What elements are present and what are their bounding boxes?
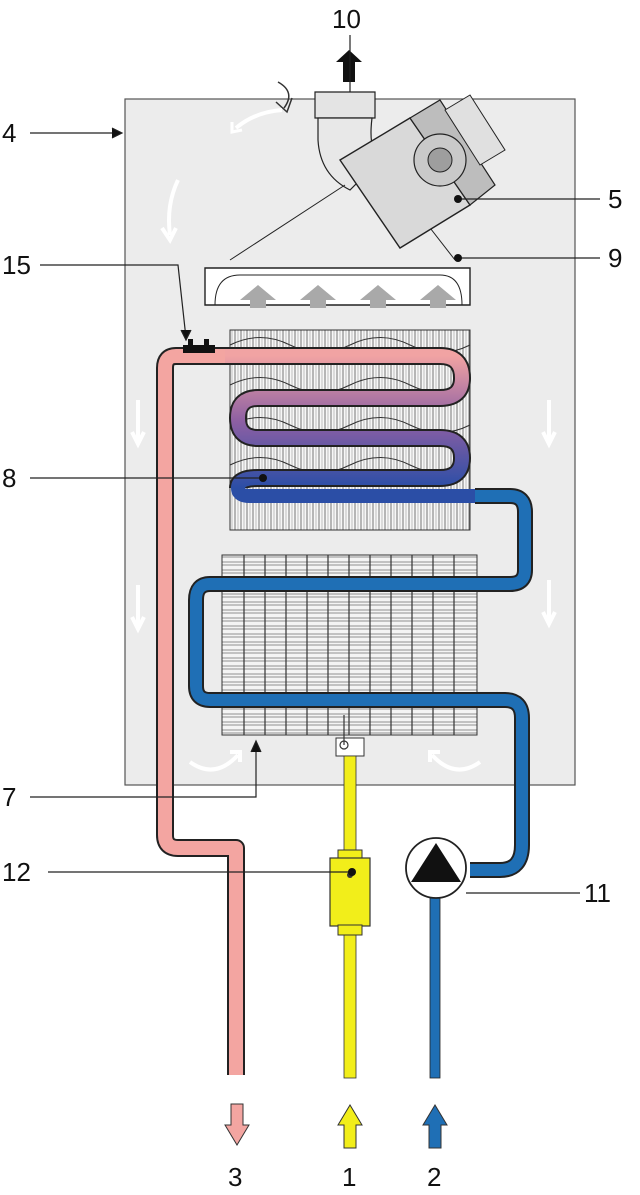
hot-water-outlet-arrow-icon: [224, 1103, 250, 1146]
primary-heat-exchanger: [225, 329, 475, 531]
air-intake-arrow-icon: [230, 81, 293, 134]
airflow-arrows: [130, 179, 557, 772]
label-5: 5: [608, 184, 622, 214]
label-4: 4: [2, 118, 16, 148]
gas-valve-icon: [329, 849, 371, 936]
combustion-hood: [204, 267, 471, 308]
label-3: 3: [228, 1162, 242, 1192]
label-10: 10: [332, 4, 361, 34]
gas-inlet-arrow-icon: [337, 1104, 363, 1149]
cold-inlet-pipe: [429, 897, 441, 1079]
label-8: 8: [2, 463, 16, 493]
leader-lines: [30, 35, 600, 894]
exhaust-arrow-icon: [336, 50, 362, 82]
label-7: 7: [2, 782, 16, 812]
gas-pipe: [335, 715, 365, 1079]
label-15: 15: [2, 250, 31, 280]
temperature-sensor-icon: [183, 339, 215, 353]
label-11: 11: [584, 878, 611, 908]
label-12: 12: [2, 857, 31, 887]
pump-icon: [405, 837, 467, 899]
label-2: 2: [427, 1162, 441, 1192]
label-9: 9: [608, 243, 622, 273]
label-1: 1: [342, 1162, 356, 1192]
fan-motor-icon: [339, 94, 506, 249]
cold-water-inlet-arrow-icon: [422, 1104, 448, 1149]
